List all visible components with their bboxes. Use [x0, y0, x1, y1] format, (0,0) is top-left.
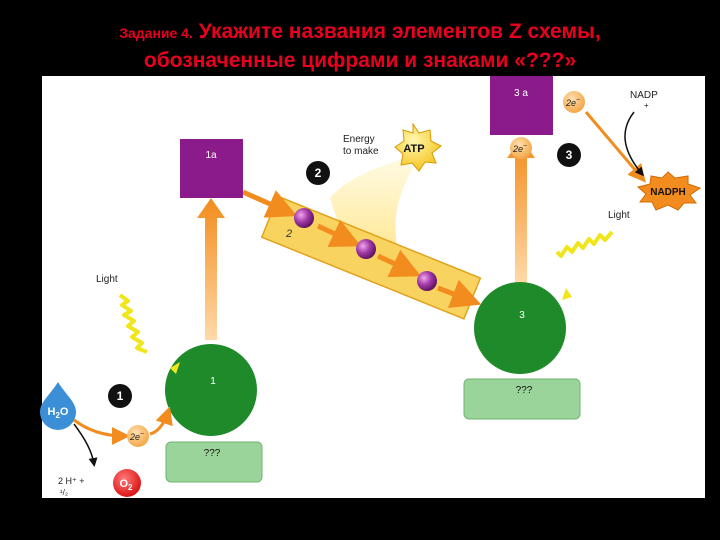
diagram-panel	[42, 76, 705, 498]
electron-label-right-top: 2e−	[512, 143, 527, 154]
light-label-left: Light	[96, 274, 118, 285]
title-line-1: Укажите названия элементов Z схемы,	[198, 20, 601, 43]
electron-carrier-sphere	[356, 239, 376, 259]
h2o-label: H2O	[48, 406, 69, 420]
nadp-to-nadph-arrow	[624, 111, 644, 177]
excitation-arrow-right	[507, 138, 535, 284]
water-drop	[40, 382, 76, 430]
o2-label: O2	[119, 478, 133, 492]
electron-flow-arrow	[316, 219, 362, 248]
acceptor-box-1a	[180, 139, 243, 198]
h2o-h: H	[48, 406, 56, 418]
nadph-starburst	[636, 171, 702, 211]
task-number: Задание 4.	[119, 25, 193, 41]
electron-badge-right-top	[510, 137, 532, 159]
electron-to-nadph-arrow	[584, 111, 646, 183]
photosystem-circle-3	[474, 282, 566, 374]
water-electron-arrow	[73, 418, 130, 445]
electron-count-left: 2e	[129, 432, 140, 442]
unknown-box-left	[165, 441, 263, 483]
unknown-label-left: ???	[204, 448, 221, 459]
electron-badge-left	[127, 425, 149, 447]
light-arrowhead-left	[170, 362, 180, 374]
unknown-box-right	[463, 378, 581, 420]
transport-chain-label: 2	[285, 228, 292, 240]
light-wave-right	[555, 230, 614, 258]
photosystem-circle-1	[165, 344, 257, 436]
page-title: Задание 4. Укажите названия элементов Z …	[0, 18, 720, 75]
unknown-label-right: ???	[516, 385, 533, 396]
electron-carrier-sphere	[417, 271, 437, 291]
marker-1-label: 1	[117, 389, 124, 403]
products-line1: 2 H⁺ +	[58, 476, 85, 486]
o2-ball	[113, 469, 141, 497]
electron-label-right: 2e−	[565, 97, 580, 108]
acceptor-box-3a	[490, 76, 553, 135]
excitation-arrow-left	[197, 198, 225, 340]
electron-flow-arrow	[241, 189, 298, 218]
electron-label-left: 2e−	[129, 431, 144, 442]
marker-3-badge	[557, 143, 581, 167]
photosystem-label-3: 3	[519, 310, 525, 321]
marker-3-label: 3	[566, 148, 573, 162]
atp-label: ATP	[403, 143, 424, 155]
energy-label-line2: to make	[343, 146, 379, 157]
electron-sign-left: −	[140, 431, 144, 438]
o2-sub: 2	[128, 483, 133, 492]
energy-fan	[330, 158, 412, 265]
products-arrow	[73, 423, 98, 467]
light-arrowhead-right	[562, 288, 572, 300]
light-wave-left	[118, 293, 148, 354]
nadp-label: NADP	[630, 90, 658, 101]
electron-flow-arrow	[437, 279, 482, 308]
electron-to-ps1-arrow	[149, 406, 173, 436]
electron-count-right-top: 2e	[512, 144, 523, 154]
o2-o: O	[119, 478, 128, 490]
nadp-charge: +	[644, 101, 649, 110]
title-line-2: обозначенные цифрами и знаками «???»	[143, 49, 577, 72]
photosystem-label-1: 1	[210, 376, 216, 387]
light-label-right: Light	[608, 210, 630, 221]
marker-2-label: 2	[315, 166, 322, 180]
nadph-label: NADPH	[650, 187, 686, 198]
products-line2: ¹/₂	[60, 488, 68, 497]
h2o-sub: 2	[55, 411, 60, 420]
acceptor-label-1a: 1a	[205, 150, 217, 161]
marker-1-badge	[108, 384, 132, 408]
electron-badge-right	[563, 91, 585, 113]
electron-sign-right: −	[576, 97, 580, 104]
electron-sign-right-top: −	[523, 143, 527, 150]
electron-flow-arrow	[376, 249, 422, 278]
marker-2-badge	[306, 161, 330, 185]
h2o-o: O	[60, 406, 69, 418]
electron-count-right: 2e	[565, 98, 576, 108]
energy-label-line1: Energy	[343, 134, 375, 145]
acceptor-label-3a: 3 a	[514, 88, 528, 99]
atp-starburst	[394, 122, 442, 172]
electron-carrier-sphere	[294, 208, 314, 228]
